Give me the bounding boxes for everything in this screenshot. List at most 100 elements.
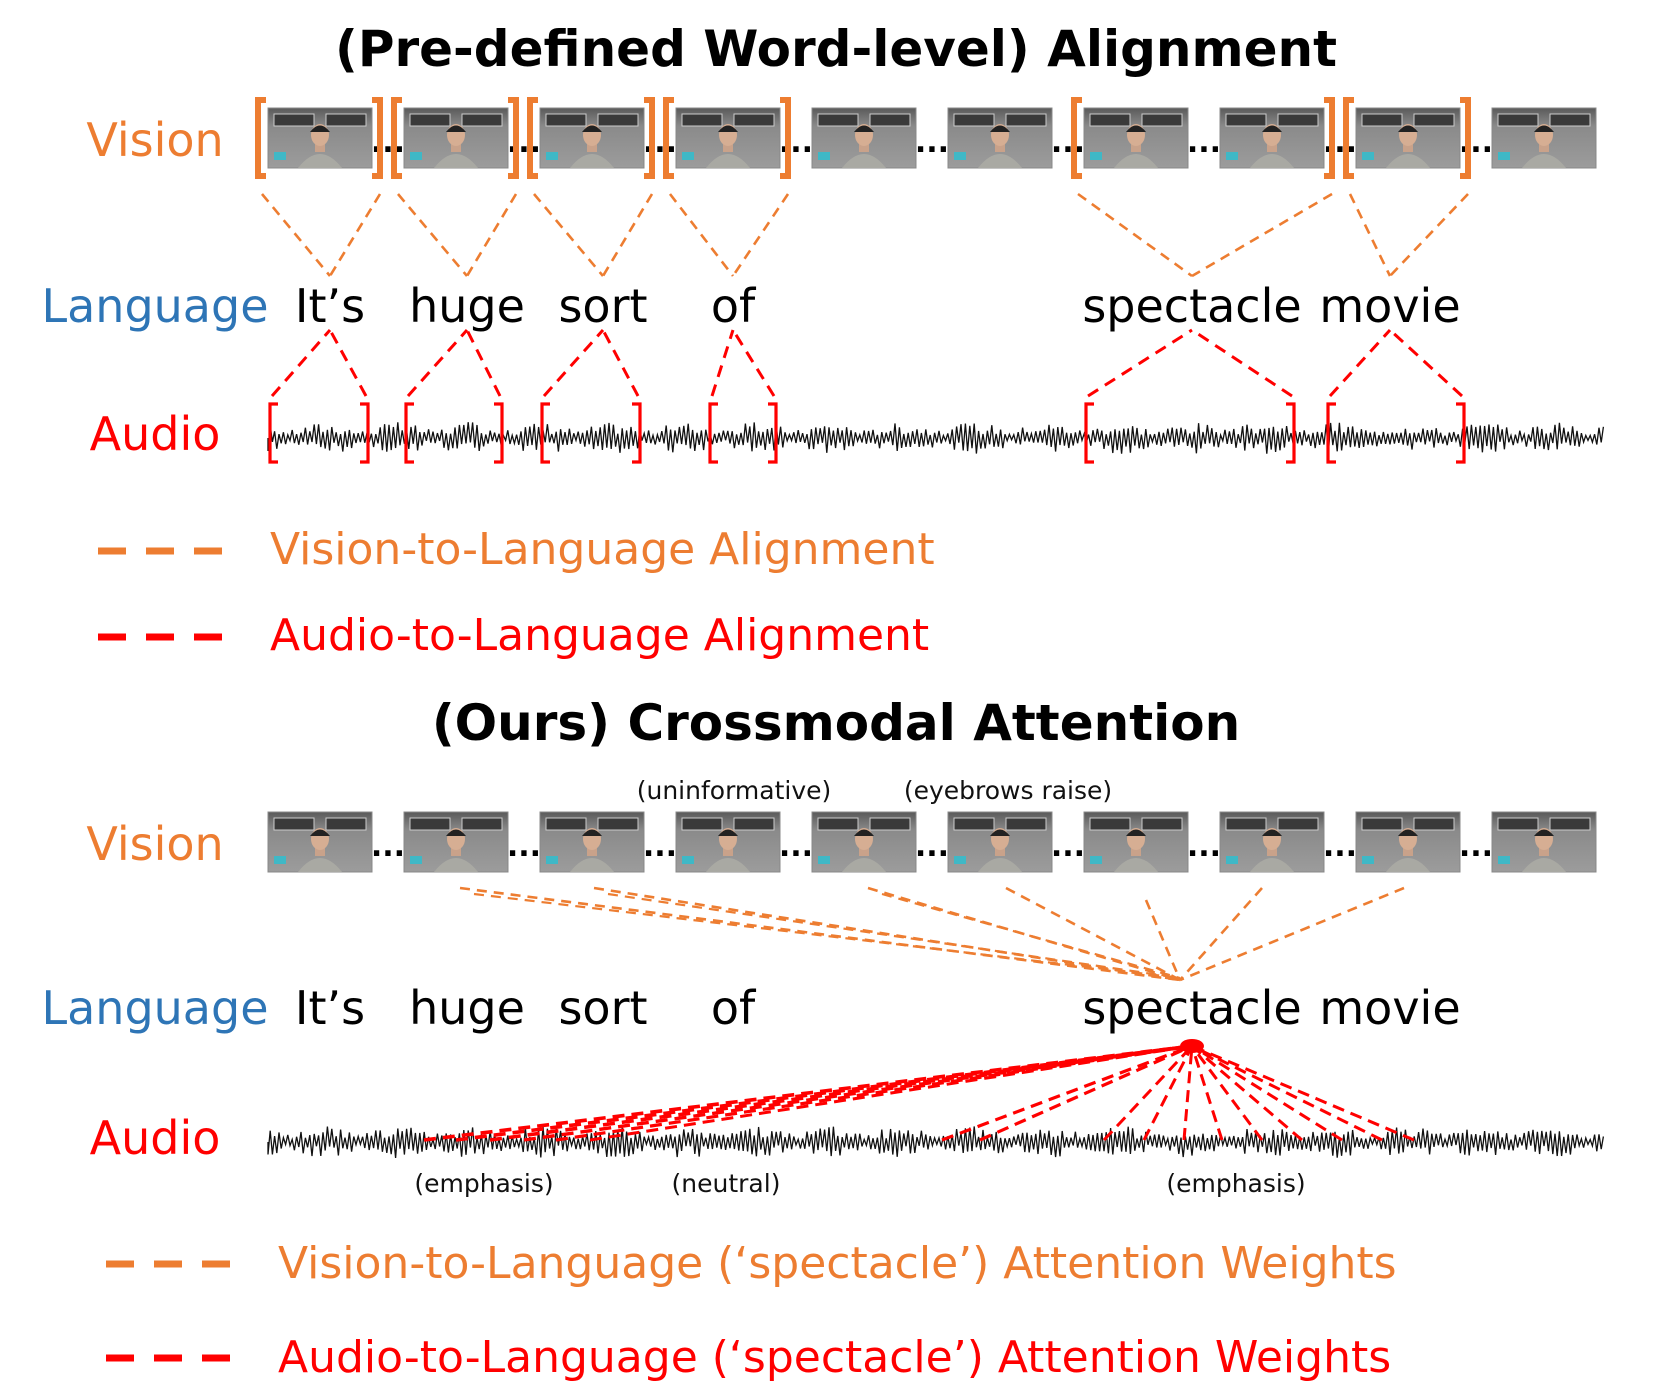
ellipsis-dots: ...: [643, 125, 677, 160]
video-frame-8: [1355, 811, 1461, 873]
video-frame-5: [947, 107, 1053, 169]
vision-align-3-a: [668, 193, 735, 277]
video-frame-5: [947, 811, 1053, 873]
audio-bracket-2-right: [632, 402, 642, 464]
ellipsis-dots: ...: [371, 829, 405, 864]
bottom-language-label: Language: [41, 981, 268, 1035]
ellipsis-dots: ...: [643, 829, 677, 864]
audio-attn-15: [1191, 1044, 1383, 1142]
vision-align-4-b: [1191, 192, 1333, 278]
audio-bracket-4-left: [1084, 402, 1094, 464]
vision-attn-4: [1144, 899, 1182, 981]
ellipsis-dots: ...: [371, 125, 405, 160]
audio-bracket-5-left: [1326, 402, 1336, 464]
video-frame-1: [403, 811, 509, 873]
top-audio-waveform: [267, 422, 1605, 454]
note-emphasis-right: (emphasis): [1166, 1169, 1305, 1198]
bottom-audio-waveform: [267, 1126, 1605, 1159]
vision-bracket-0-right: [372, 97, 383, 179]
bottom-word-movie: movie: [1319, 981, 1460, 1035]
audio-bracket-3-right: [768, 402, 778, 464]
bottom-vision-frames: ...........................: [267, 811, 1597, 873]
note-eyebrows-raise: (eyebrows raise): [904, 776, 1112, 805]
vision-align-1-a: [397, 193, 468, 277]
audio-bracket-4-right: [1286, 402, 1296, 464]
bottom-word-sort: sort: [558, 981, 647, 1035]
video-frame-6: [1083, 107, 1189, 169]
top-words: It’s huge sort of spectacle movie: [295, 279, 1461, 333]
vision-bracket-2-right: [644, 97, 655, 179]
vision-bracket-3-left: [663, 97, 674, 179]
audio-attn-8: [1102, 1044, 1194, 1142]
bottom-audio-label: Audio: [90, 1111, 221, 1165]
vision-align-4-a: [1077, 192, 1193, 278]
audio-bracket-1-right: [494, 402, 504, 464]
audio-align-4-a: [1087, 328, 1193, 398]
ellipsis-dots: ...: [1187, 125, 1221, 160]
vision-bracket-0-left: [255, 97, 266, 179]
top-word-movie: movie: [1319, 279, 1460, 333]
audio-bracket-2-left: [540, 402, 550, 464]
video-frame-9: [1491, 811, 1597, 873]
top-audio-alignment-lines: [270, 328, 1464, 398]
vision-attn-6: [1179, 886, 1405, 982]
bottom-word-spectacle: spectacle: [1082, 981, 1301, 1035]
video-frame-0: [267, 811, 373, 873]
audio-attn-5: [589, 1044, 1193, 1142]
video-frame-1: [403, 107, 509, 169]
vision-attn-2: [867, 886, 1181, 982]
video-frame-4: [811, 107, 917, 169]
vision-bracket-4-right: [1324, 97, 1335, 179]
top-word-sort: sort: [558, 279, 647, 333]
audio-attn-3: [523, 1044, 1193, 1142]
ellipsis-dots: ...: [1459, 125, 1493, 160]
audio-bracket-5-right: [1456, 402, 1466, 464]
top-vision-brackets: [255, 97, 1471, 179]
bottom-vision-label: Vision: [86, 817, 223, 871]
vision-attn-0-extra: [473, 892, 1181, 980]
bottom-word-of: of: [711, 981, 757, 1035]
vision-bracket-3-right: [780, 97, 791, 179]
bottom-word-huge: huge: [409, 981, 525, 1035]
vision-bracket-5-right: [1460, 97, 1471, 179]
video-frame-7: [1219, 107, 1325, 169]
vision-attn-2-extra: [881, 892, 1181, 980]
video-frame-3: [675, 107, 781, 169]
video-frame-9: [1491, 107, 1597, 169]
audio-attn-16: [1191, 1044, 1415, 1142]
audio-align-3-b: [731, 329, 776, 397]
ellipsis-dots: ...: [1051, 829, 1085, 864]
audio-attn-12: [1190, 1045, 1264, 1141]
video-frame-4: [811, 811, 917, 873]
ellipsis-dots: ...: [1459, 829, 1493, 864]
audio-align-5-a: [1328, 328, 1392, 398]
audio-attn-11: [1190, 1045, 1224, 1141]
audio-align-3-a: [710, 329, 735, 397]
audio-align-0-b: [328, 329, 368, 397]
ellipsis-dots: ...: [915, 125, 949, 160]
audio-align-4-b: [1191, 328, 1293, 398]
audio-attn-0: [423, 1044, 1193, 1142]
video-frame-0: [267, 107, 373, 169]
audio-align-2-b: [601, 329, 640, 397]
vision-align-5-a: [1348, 193, 1392, 277]
top-vision-label: Vision: [86, 113, 223, 167]
bottom-legend-vision-text: Vision-to-Language (‘spectacle’) Attenti…: [278, 1238, 1397, 1289]
audio-align-0-a: [270, 329, 332, 397]
bottom-word-its: It’s: [295, 981, 365, 1035]
video-frame-2: [539, 107, 645, 169]
top-legend-vision-text: Vision-to-Language Alignment: [270, 524, 935, 575]
vision-bracket-1-left: [391, 97, 402, 179]
video-frame-2: [539, 811, 645, 873]
audio-attn-14: [1191, 1044, 1343, 1142]
audio-attn-13: [1191, 1044, 1303, 1142]
top-title: (Pre-defined Word-level) Alignment: [335, 20, 1337, 78]
vision-align-3-b: [731, 193, 790, 277]
vision-bracket-4-left: [1071, 97, 1082, 179]
audio-align-5-b: [1388, 328, 1464, 398]
bottom-vision-attention-lines: [459, 886, 1405, 982]
note-uninformative: (uninformative): [637, 776, 832, 805]
top-legend-audio-text: Audio-to-Language Alignment: [270, 610, 929, 661]
audio-align-1-a: [406, 329, 469, 397]
